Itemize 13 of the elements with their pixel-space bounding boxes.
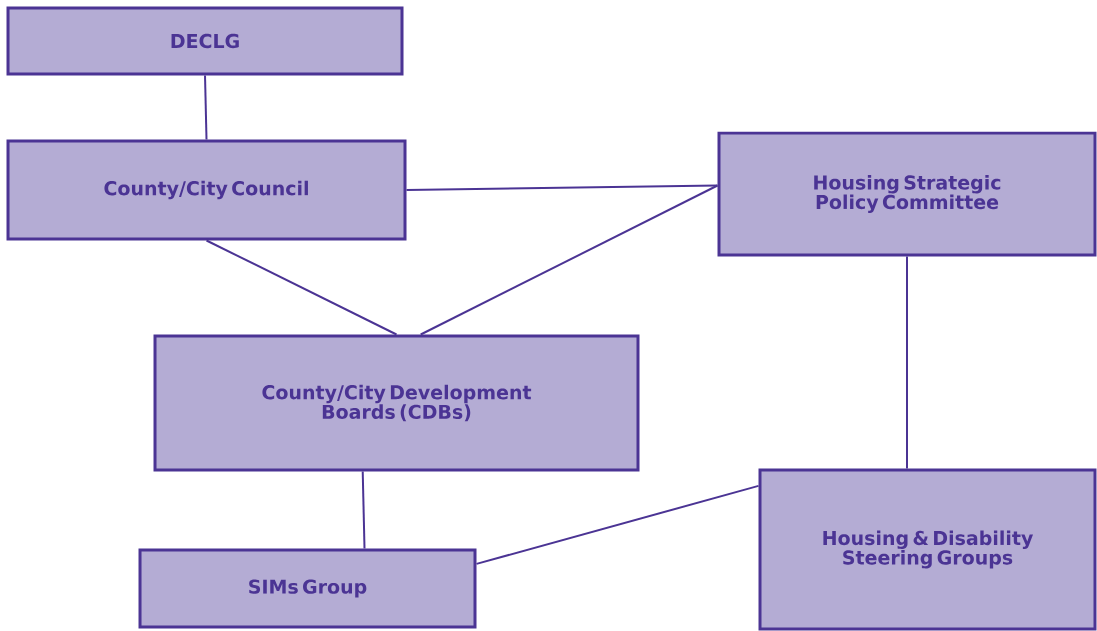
- connector-line: [419, 184, 719, 336]
- org-box: County/City Development Boards (CDBs): [153, 334, 640, 472]
- connector-line: [475, 484, 760, 565]
- connector-line: [361, 470, 366, 550]
- connector-line: [205, 239, 398, 336]
- connector-line: [405, 184, 719, 191]
- connector-line: [906, 255, 908, 470]
- org-box: Housing Strategic Policy Committee: [717, 131, 1097, 257]
- org-box: SIMs Group: [138, 548, 477, 629]
- connector-line: [204, 74, 208, 141]
- org-box: DECLG: [6, 6, 404, 76]
- org-box: Housing & Disability Steering Groups: [758, 468, 1097, 631]
- org-box: County/City Council: [6, 139, 407, 241]
